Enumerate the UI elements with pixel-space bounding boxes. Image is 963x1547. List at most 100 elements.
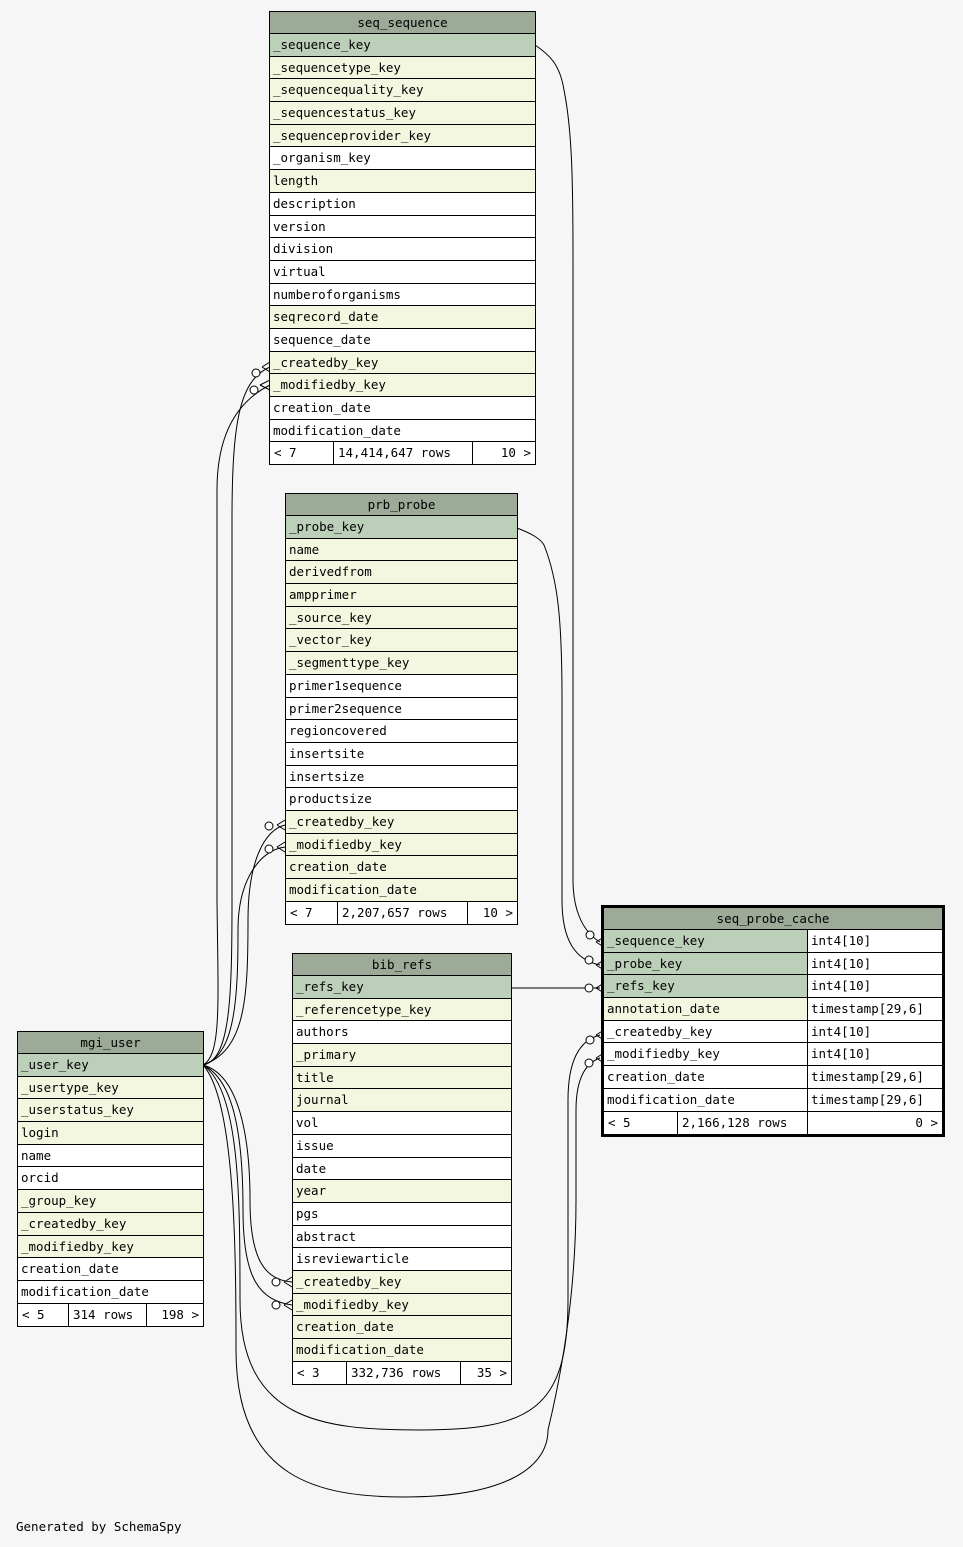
column-row[interactable]: _referencetype_key xyxy=(293,998,511,1022)
relation-seq-modifiedby xyxy=(202,384,271,1066)
column-row[interactable]: ampprimer xyxy=(286,584,517,607)
column-row[interactable]: name xyxy=(286,538,517,562)
column-row[interactable]: productsize xyxy=(286,788,517,811)
column-row[interactable]: creation_date xyxy=(270,397,535,420)
children-link[interactable]: 10 > xyxy=(500,445,531,461)
column-row[interactable]: _source_key xyxy=(286,606,517,630)
column-list: _sequence_key_sequencetype_key_sequenceq… xyxy=(270,34,535,443)
column-row[interactable]: _primary xyxy=(293,1044,511,1067)
column-row[interactable]: pgs xyxy=(293,1202,511,1226)
relation-probe-createdby xyxy=(202,824,286,1066)
column-row[interactable]: _probe_key xyxy=(286,516,517,539)
parents-link[interactable]: < 7 xyxy=(270,442,334,465)
column-row[interactable]: modification_date xyxy=(286,879,517,902)
column-row[interactable]: _modifiedby_key xyxy=(18,1235,203,1259)
column-row[interactable]: _segmenttype_key xyxy=(286,652,517,675)
column-type: int4[10] xyxy=(808,1043,942,1066)
table-mgi-user[interactable]: mgi_user _user_key_usertype_key_userstat… xyxy=(17,1031,204,1327)
column-row[interactable]: _organism_key xyxy=(270,147,535,171)
column-row[interactable]: _group_key xyxy=(18,1190,203,1213)
column-row[interactable]: description xyxy=(270,192,535,216)
column-row[interactable]: insertsize xyxy=(286,765,517,789)
children-link[interactable]: 198 > xyxy=(161,1306,199,1322)
column-type: timestamp[29,6] xyxy=(808,1088,942,1111)
column-row[interactable]: _modifiedby_key xyxy=(293,1293,511,1317)
column-row[interactable]: _refs_key xyxy=(293,976,511,999)
column-row[interactable]: virtual xyxy=(270,260,535,284)
column-row[interactable]: _usertype_key xyxy=(18,1076,203,1100)
row-count: 2,166,128 rows xyxy=(678,1111,808,1134)
column-row[interactable]: authors xyxy=(293,1021,511,1045)
column-row[interactable]: _createdby_key xyxy=(18,1212,203,1236)
column-row[interactable]: orcid xyxy=(18,1167,203,1191)
parents-link[interactable]: < 5 xyxy=(604,1111,678,1134)
column-row[interactable]: creation_date xyxy=(286,856,517,879)
column-row[interactable]: year xyxy=(293,1180,511,1203)
column-row[interactable]: primer2sequence xyxy=(286,697,517,721)
column-type: int4[10] xyxy=(808,975,942,998)
column-row[interactable]: modification_date xyxy=(293,1339,511,1362)
column-row[interactable]: _vector_key xyxy=(286,629,517,653)
column-row[interactable]: _sequenceprovider_key xyxy=(270,124,535,148)
column-row[interactable]: numberoforganisms xyxy=(270,283,535,307)
parents-link[interactable]: < 3 xyxy=(293,1361,347,1384)
column-type: timestamp[29,6] xyxy=(808,1066,942,1088)
column-name: _modifiedby_key xyxy=(604,1043,808,1066)
column-row[interactable]: primer1sequence xyxy=(286,674,517,698)
parents-link[interactable]: < 5 xyxy=(18,1303,69,1326)
table-footer: < 5 2,166,128 rows 0 > xyxy=(604,1111,942,1134)
column-row[interactable]: length xyxy=(270,170,535,193)
table-footer: < 7 2,207,657 rows 10 > xyxy=(286,901,517,924)
column-row[interactable]: creation_date xyxy=(18,1258,203,1281)
column-type: int4[10] xyxy=(808,952,942,975)
column-row[interactable]: _userstatus_key xyxy=(18,1099,203,1123)
column-row[interactable]: isreviewarticle xyxy=(293,1248,511,1271)
column-row[interactable]: modification_date xyxy=(18,1280,203,1304)
column-row[interactable]: issue xyxy=(293,1134,511,1158)
parents-link[interactable]: < 7 xyxy=(286,901,338,924)
column-row[interactable]: creation_date xyxy=(293,1316,511,1339)
column-row[interactable]: _createdby_key xyxy=(270,351,535,375)
column-row[interactable]: vol xyxy=(293,1112,511,1135)
column-row[interactable]: sequence_date xyxy=(270,328,535,352)
children-link[interactable]: 35 > xyxy=(476,1364,507,1380)
children-link[interactable]: 10 > xyxy=(482,904,513,920)
column-row[interactable]: _user_key xyxy=(18,1054,203,1077)
children-link[interactable]: 0 > xyxy=(915,1114,938,1130)
column-row[interactable]: version xyxy=(270,215,535,239)
column-row[interactable]: abstract xyxy=(293,1225,511,1249)
column-row[interactable]: login xyxy=(18,1122,203,1145)
column-row[interactable]: _createdby_key xyxy=(286,810,517,834)
column-row[interactable]: name xyxy=(18,1144,203,1168)
column-row[interactable]: _sequencestatus_key xyxy=(270,102,535,125)
column-row[interactable]: title xyxy=(293,1066,511,1090)
column-row[interactable]: modification_date xyxy=(270,419,535,443)
column-row[interactable]: _sequence_key xyxy=(270,34,535,57)
column-row[interactable]: division xyxy=(270,238,535,261)
column-row[interactable]: _modifiedby_key xyxy=(270,374,535,397)
table-seq-sequence[interactable]: seq_sequence _sequence_key_sequencetype_… xyxy=(269,11,536,466)
column-row[interactable]: date xyxy=(293,1157,511,1181)
column-row[interactable]: seqrecord_date xyxy=(270,306,535,329)
column-row[interactable]: derivedfrom xyxy=(286,561,517,585)
column-row[interactable]: _createdby_key xyxy=(293,1270,511,1294)
column-row[interactable]: regioncovered xyxy=(286,720,517,743)
column-row[interactable]: journal xyxy=(293,1089,511,1113)
column-row[interactable]: _sequencequality_key xyxy=(270,79,535,103)
relation-probe-modifiedby xyxy=(202,846,286,1066)
column-row[interactable]: _modifiedby_key xyxy=(286,833,517,857)
column-row[interactable]: _sequencetype_key xyxy=(270,56,535,80)
column-row[interactable]: insertsite xyxy=(286,742,517,766)
